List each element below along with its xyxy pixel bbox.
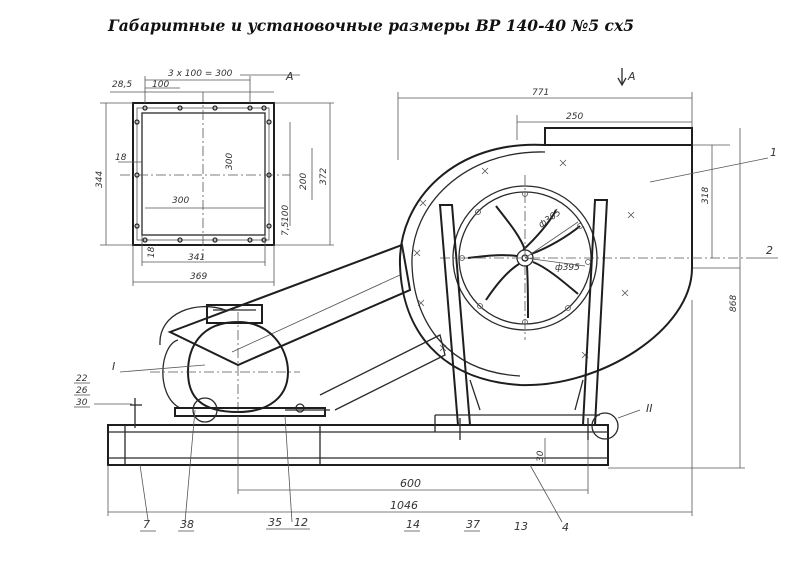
detail-II-circle: [591, 412, 619, 440]
callout-7: 7: [143, 518, 150, 531]
dim-771: 771: [532, 88, 549, 98]
callout-1: 1: [770, 146, 777, 159]
dim-341: 341: [188, 253, 205, 263]
flange-inner: [141, 112, 266, 236]
dim-3x100: 3 x 100 = 300: [168, 69, 233, 79]
fan-assembly: [94, 68, 778, 523]
callout-4: 4: [562, 521, 569, 534]
detail-I-circle: [192, 397, 218, 423]
callout-14: 14: [406, 518, 420, 531]
motor-pulley: [162, 339, 181, 409]
dim-600: 600: [400, 477, 421, 490]
dim-868: 868: [729, 295, 739, 312]
callout-2: 2: [766, 244, 773, 257]
dim-18-left: 18: [115, 153, 127, 163]
callout-38: 38: [180, 518, 194, 531]
callout-35: 35: [268, 516, 282, 529]
flange-outer: [132, 102, 275, 246]
dim-300-center: 300: [225, 153, 235, 170]
callout-I: I: [112, 360, 115, 373]
volute-inner-line: [411, 151, 546, 377]
outlet-flange: [544, 127, 693, 146]
label-A-arrow: A: [627, 70, 636, 83]
belt-guard: [167, 243, 412, 367]
callout-26: 26: [76, 386, 88, 396]
belt-guard-lower: [319, 334, 446, 411]
dim-18-bottom: 18: [147, 246, 157, 258]
dim-28-5: 28,5: [112, 80, 132, 90]
callout-22: 22: [76, 374, 88, 384]
dim-200: 200: [299, 173, 309, 190]
dim-diameter-395: ф395: [555, 263, 580, 273]
callout-II: II: [646, 402, 653, 415]
dim-300-bottom: 300: [172, 196, 189, 206]
callout-13: 13: [514, 520, 528, 533]
dim-372: 372: [319, 168, 329, 185]
callout-30: 30: [76, 398, 88, 408]
dim-100-right: 100: [281, 205, 291, 222]
foundation-bolts: [130, 398, 589, 440]
left-support-leg: [438, 204, 472, 426]
flange-view: [100, 74, 334, 286]
dim-250: 250: [566, 112, 583, 122]
dim-344: 344: [95, 171, 105, 188]
dim-369: 369: [190, 272, 207, 282]
volute-casing: [398, 143, 693, 387]
motor-slide-rail: [174, 407, 326, 417]
dim-30: 30: [536, 450, 546, 462]
label-A-flange: A: [285, 70, 294, 83]
callout-37: 37: [466, 518, 480, 531]
drawing-title: Габаритные и установочные размеры ВР 140…: [108, 16, 634, 35]
impeller-blades: [467, 205, 581, 319]
callout-12: 12: [294, 516, 308, 529]
dim-1046: 1046: [390, 499, 418, 512]
dim-7-5: 7,5: [281, 221, 291, 236]
dim-318: 318: [701, 187, 711, 204]
base-frame: [107, 424, 609, 466]
dim-diameter-365: ф365: [537, 208, 563, 231]
dim-100-top: 100: [152, 80, 169, 90]
